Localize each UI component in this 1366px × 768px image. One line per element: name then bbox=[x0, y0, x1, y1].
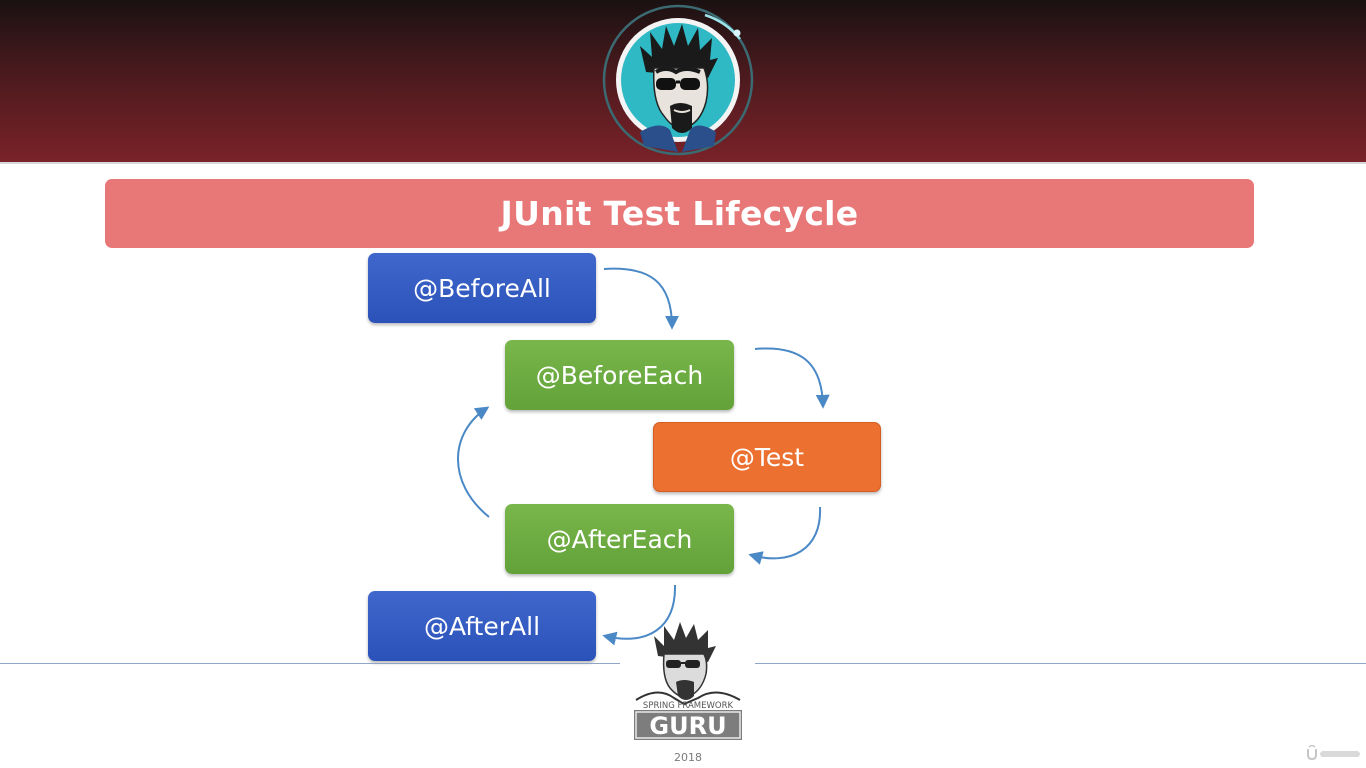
node-before-all: @BeforeAll bbox=[368, 253, 596, 323]
node-after-each: @AfterEach bbox=[505, 504, 734, 574]
arrow-beforeeach-to-test bbox=[754, 347, 830, 409]
page-title: JUnit Test Lifecycle bbox=[500, 194, 859, 233]
arrow-aftereach-to-beforeeach bbox=[457, 406, 490, 518]
logo-subtitle: SPRING FRAMEWORK bbox=[643, 701, 734, 711]
spring-framework-guru-logo-icon: SPRING FRAMEWORK GURU bbox=[628, 622, 748, 744]
node-test: @Test bbox=[653, 422, 881, 492]
avatar-icon bbox=[600, 2, 758, 160]
node-after-all: @AfterAll bbox=[368, 591, 596, 661]
arrow-test-to-aftereach bbox=[748, 506, 822, 565]
footer-divider-left bbox=[0, 663, 620, 664]
footer-divider-right bbox=[755, 663, 1366, 664]
arrow-beforeall-to-beforeeach bbox=[603, 267, 679, 330]
logo-wordmark: GURU bbox=[649, 712, 726, 740]
header-divider bbox=[0, 162, 1366, 164]
footer-year: 2018 bbox=[674, 751, 702, 764]
node-before-each: @BeforeEach bbox=[505, 340, 734, 410]
title-banner: JUnit Test Lifecycle bbox=[105, 179, 1254, 248]
udemy-logo-icon bbox=[1306, 745, 1364, 761]
